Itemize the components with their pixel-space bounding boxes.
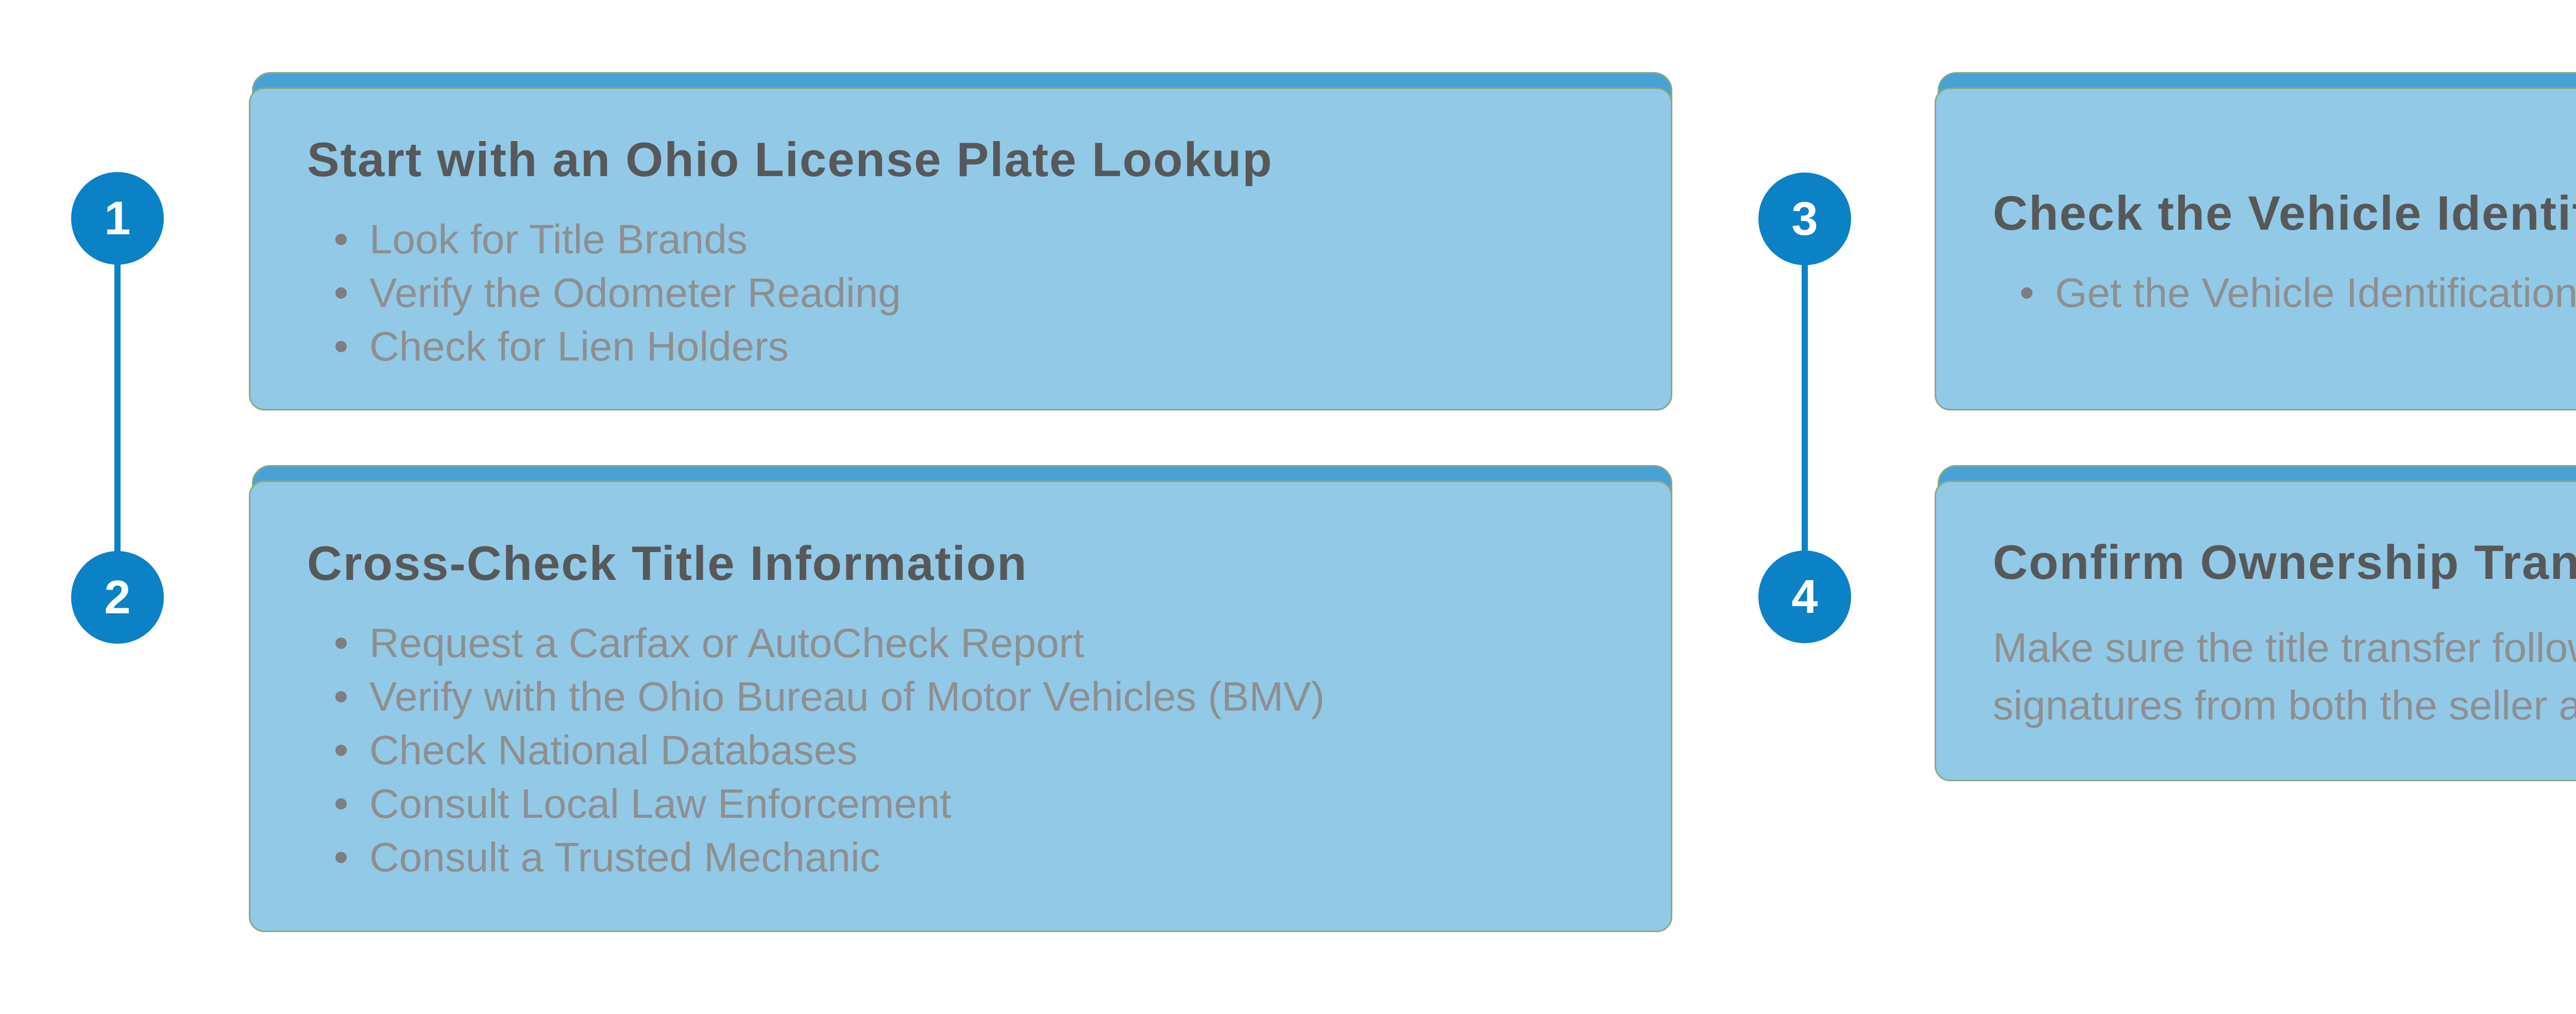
- bullet-dot-icon: [335, 852, 347, 864]
- card-description: Make sure the title transfer follows Ohi…: [1993, 625, 2576, 729]
- bullet-text: Get the Vehicle Identification Number (V…: [2055, 270, 2576, 316]
- bullet-text: Request a Carfax or AutoCheck Report: [369, 620, 1084, 666]
- bullet-dot-icon: [335, 234, 347, 246]
- card-title: Start with an Ohio License Plate Lookup: [307, 132, 1273, 186]
- bullet-text: Check for Lien Holders: [369, 323, 789, 370]
- bullet-dot-icon: [335, 798, 347, 810]
- bullet-item: Get the Vehicle Identification Number (V…: [2021, 266, 2576, 320]
- bullet-text: Look for Title Brands: [369, 216, 748, 263]
- step-number-badge-3: 3: [1758, 173, 1851, 265]
- bullet-item: Check National Databases: [335, 724, 1568, 777]
- bullet-item: Consult a Trusted Mechanic: [335, 831, 1568, 884]
- bullet-text: Consult a Trusted Mechanic: [369, 834, 880, 881]
- bullet-dot-icon: [335, 287, 347, 299]
- bullet-item: Check for Lien Holders: [335, 320, 1568, 373]
- card-body: Start with an Ohio License Plate Lookup …: [249, 88, 1672, 410]
- bullet-dot-icon: [335, 745, 347, 757]
- bullet-text: Verify with the Ohio Bureau of Motor Veh…: [369, 674, 1325, 720]
- timeline-connector-right: [1802, 216, 1808, 601]
- step-number-badge-4: 4: [1758, 551, 1851, 643]
- bullet-dot-icon: [335, 341, 347, 353]
- bullet-dot-icon: [2021, 287, 2032, 299]
- bullet-list: Get the Vehicle Identification Number (V…: [2021, 266, 2576, 320]
- step-card-check-vin: Check the Vehicle Identification Number …: [1935, 72, 2576, 410]
- bullet-dot-icon: [335, 638, 347, 649]
- bullet-item: Look for Title Brands: [335, 213, 1568, 266]
- bullet-item: Verify the Odometer Reading: [335, 266, 1568, 320]
- bullet-dot-icon: [335, 691, 347, 703]
- card-body: Cross-Check Title Information Request a …: [249, 480, 1672, 932]
- bullet-item: Consult Local Law Enforcement: [335, 777, 1568, 831]
- card-body: Confirm Ownership Transfer Make sure the…: [1935, 480, 2576, 781]
- card-title: Check the Vehicle Identification Number …: [1993, 185, 2576, 240]
- bullet-text: Consult Local Law Enforcement: [369, 781, 952, 827]
- bullet-text: Check National Databases: [369, 727, 858, 774]
- step-number-badge-2: 2: [71, 551, 164, 644]
- timeline-connector-left: [114, 216, 121, 601]
- card-title: Confirm Ownership Transfer: [1993, 535, 2576, 589]
- bullet-list: Request a Carfax or AutoCheck Report Ver…: [335, 616, 1568, 884]
- step-number-badge-1: 1: [71, 172, 164, 265]
- bullet-item: Request a Carfax or AutoCheck Report: [335, 616, 1568, 670]
- card-body: Check the Vehicle Identification Number …: [1935, 88, 2576, 410]
- bullet-list: Look for Title Brands Verify the Odomete…: [335, 213, 1568, 373]
- step-card-cross-check-title: Cross-Check Title Information Request a …: [249, 465, 1672, 932]
- step-card-confirm-ownership-transfer: Confirm Ownership Transfer Make sure the…: [1935, 465, 2576, 781]
- bullet-text: Verify the Odometer Reading: [369, 270, 901, 316]
- card-title: Cross-Check Title Information: [307, 536, 1028, 590]
- bullet-item: Verify with the Ohio Bureau of Motor Veh…: [335, 670, 1568, 724]
- step-card-license-plate-lookup: Start with an Ohio License Plate Lookup …: [249, 72, 1672, 410]
